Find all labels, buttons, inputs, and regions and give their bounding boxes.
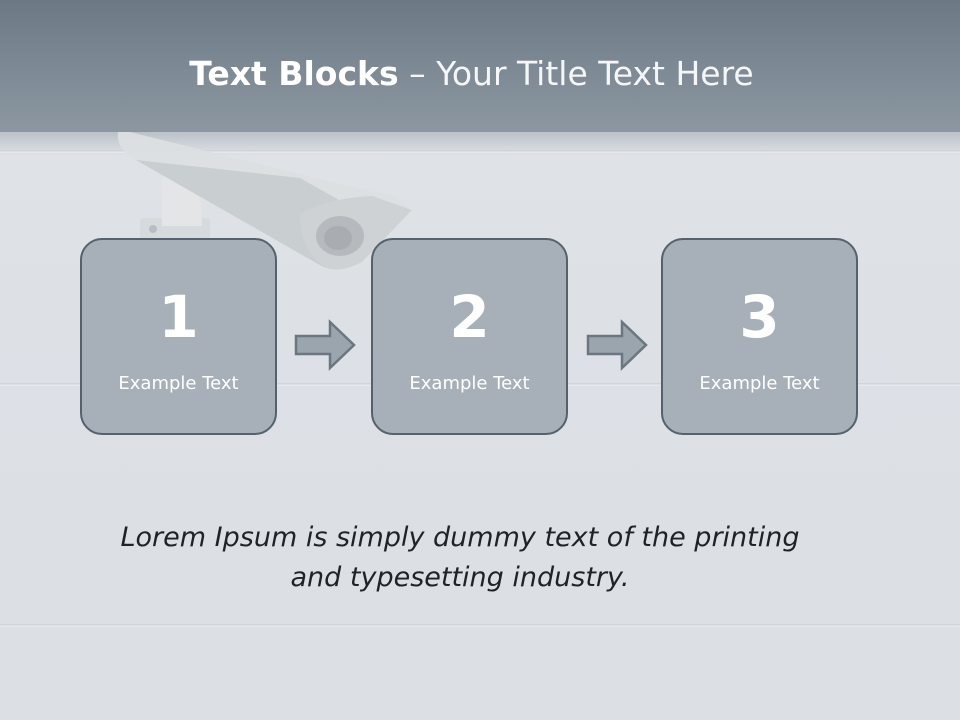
caption-line-2: and typesetting industry.	[290, 562, 630, 593]
caption-text: Lorem Ipsum is simply dummy text of the …	[60, 518, 860, 598]
block-number: 3	[739, 283, 780, 351]
title-dash: –	[409, 54, 426, 93]
page-title: Text Blocks – Your Title Text Here	[0, 54, 943, 93]
text-block-3: 3 Example Text	[661, 238, 858, 435]
wall-line	[0, 624, 960, 627]
text-block-1: 1 Example Text	[80, 238, 277, 435]
right-arrow-icon	[294, 319, 356, 371]
block-label: Example Text	[409, 373, 530, 394]
right-arrow-icon	[586, 319, 648, 371]
caption-line-1: Lorem Ipsum is simply dummy text of the …	[120, 522, 800, 553]
block-label: Example Text	[118, 373, 239, 394]
wall-line	[0, 150, 960, 153]
title-rest: Your Title Text Here	[436, 54, 754, 93]
title-bold: Text Blocks	[189, 54, 399, 93]
block-number: 2	[449, 283, 490, 351]
block-label: Example Text	[699, 373, 820, 394]
block-number: 1	[158, 283, 199, 351]
text-block-2: 2 Example Text	[371, 238, 568, 435]
header-band	[0, 0, 960, 132]
